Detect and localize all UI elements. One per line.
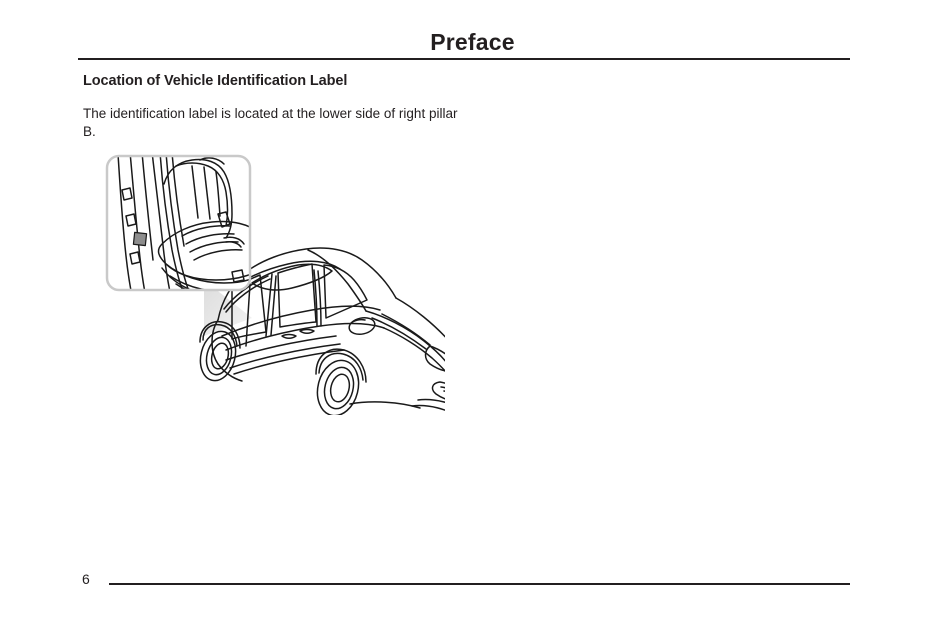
page-number: 6 — [82, 571, 90, 587]
vehicle-exterior-drawing — [199, 247, 445, 415]
inset-frame — [105, 154, 252, 292]
footer-rule — [109, 583, 850, 585]
front-wheel — [316, 359, 360, 415]
rear-wheel — [199, 330, 237, 382]
section-heading: Location of Vehicle Identification Label — [83, 73, 348, 89]
illustration-figure — [100, 150, 445, 415]
identification-label-patch — [132, 231, 148, 247]
body-paragraph: The identification label is located at t… — [83, 106, 458, 140]
illustration-svg — [105, 154, 445, 415]
header-rule — [78, 58, 850, 60]
inset-panel — [105, 154, 252, 292]
page-title: Preface — [430, 29, 515, 55]
